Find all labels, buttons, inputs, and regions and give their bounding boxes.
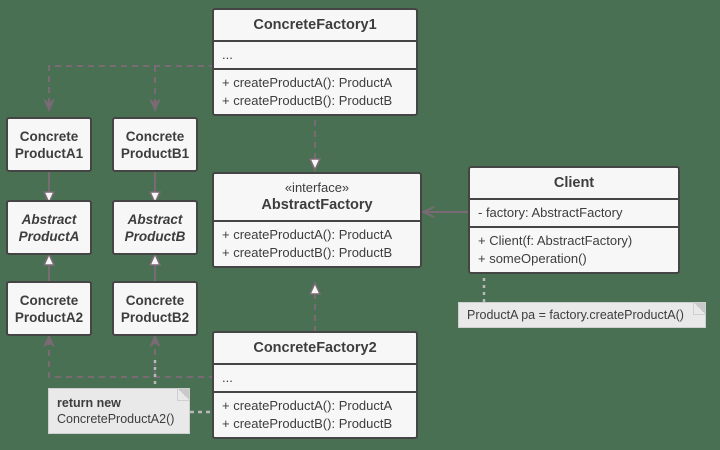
class-operations-abstract-factory: + createProductA(): ProductA + createPro… — [214, 220, 420, 266]
note-fold-corner-icon — [177, 389, 189, 401]
name-line-1: Concrete — [125, 292, 185, 308]
name-line-2: ProductA2 — [14, 309, 84, 325]
name-line-2: ProductB — [124, 228, 186, 244]
class-box-abstract-factory[interactable]: «interface» AbstractFactory + createProd… — [212, 172, 422, 268]
class-box-abstract-product-b[interactable]: Abstract ProductB — [112, 200, 198, 255]
name-line-1: Concrete — [125, 128, 185, 144]
class-attributes-client: - factory: AbstractFactory — [470, 198, 678, 226]
note-fold-corner-icon — [693, 303, 705, 315]
operation-row: + createProductB(): ProductB — [222, 93, 393, 108]
stereotype-interface: «interface» — [284, 180, 350, 195]
class-name-concrete-product-a2: Concrete ProductA2 — [15, 292, 83, 326]
class-box-concrete-product-a2[interactable]: Concrete ProductA2 — [6, 281, 92, 336]
class-attributes-concrete-factory1: ... — [214, 40, 416, 68]
operation-row: + createProductA(): ProductA — [222, 227, 393, 242]
class-box-concrete-product-b2[interactable]: Concrete ProductB2 — [112, 281, 198, 336]
class-name-abstract-product-a: Abstract ProductA — [19, 211, 80, 245]
name-line-1: Abstract — [21, 211, 77, 227]
class-box-abstract-product-a[interactable]: Abstract ProductA — [6, 200, 92, 255]
class-box-concrete-factory2[interactable]: ConcreteFactory2 ... + createProductA():… — [212, 331, 418, 439]
operation-row: + createProductA(): ProductA — [222, 398, 393, 413]
name-line-1: Concrete — [19, 128, 79, 144]
class-name-client: Client — [553, 175, 595, 191]
class-name-abstract-factory: «interface» AbstractFactory — [214, 174, 420, 220]
operation-row: + createProductB(): ProductB — [222, 416, 393, 431]
operation-row: + Client(f: AbstractFactory) — [478, 233, 633, 248]
name-line-2: ProductB2 — [120, 309, 190, 325]
note-text: ProductA pa = factory.createProductA() — [467, 308, 684, 322]
class-box-client[interactable]: Client - factory: AbstractFactory + Clie… — [468, 166, 680, 274]
class-name-abstract-product-b: Abstract ProductB — [125, 211, 186, 245]
name-line-1: Concrete — [19, 292, 79, 308]
note-factory2-code[interactable]: return new ConcreteProductA2() — [48, 388, 190, 434]
class-operations-concrete-factory1: + createProductA(): ProductA + createPro… — [214, 68, 416, 114]
class-box-concrete-product-b1[interactable]: Concrete ProductB1 — [112, 117, 198, 172]
operation-row: + createProductA(): ProductA — [222, 75, 393, 90]
class-attributes-concrete-factory2: ... — [214, 363, 416, 391]
name-line-2: ProductA1 — [14, 145, 84, 161]
operation-row: + someOperation() — [478, 251, 587, 266]
attribute-row: ... — [222, 370, 233, 385]
attribute-row: ... — [222, 47, 233, 62]
name-line-1: Abstract — [127, 211, 183, 227]
dependency-factory1-to-productA1 — [49, 65, 215, 110]
attribute-row: - factory: AbstractFactory — [478, 205, 623, 220]
class-name-concrete-factory2: ConcreteFactory2 — [253, 340, 377, 356]
class-box-concrete-product-a1[interactable]: Concrete ProductA1 — [6, 117, 92, 172]
note-text-line-2: ConcreteProductA2() — [57, 412, 175, 426]
class-name-concrete-factory1: ConcreteFactory1 — [253, 17, 377, 33]
class-name-label: AbstractFactory — [261, 197, 373, 213]
class-operations-concrete-factory2: + createProductA(): ProductA + createPro… — [214, 391, 416, 437]
note-client-code[interactable]: ProductA pa = factory.createProductA() — [458, 302, 706, 328]
name-line-2: ProductB1 — [120, 145, 190, 161]
operation-row: + createProductB(): ProductB — [222, 245, 393, 260]
name-line-2: ProductA — [18, 228, 80, 244]
class-name-concrete-product-b2: Concrete ProductB2 — [121, 292, 189, 326]
class-name-concrete-product-b1: Concrete ProductB1 — [121, 128, 189, 162]
class-box-concrete-factory1[interactable]: ConcreteFactory1 ... + createProductA():… — [212, 8, 418, 116]
note-text-line-1: return new — [57, 396, 121, 410]
dependency-factory2-to-productA2 — [49, 336, 215, 378]
class-name-concrete-product-a1: Concrete ProductA1 — [15, 128, 83, 162]
class-operations-client: + Client(f: AbstractFactory) + someOpera… — [470, 226, 678, 272]
